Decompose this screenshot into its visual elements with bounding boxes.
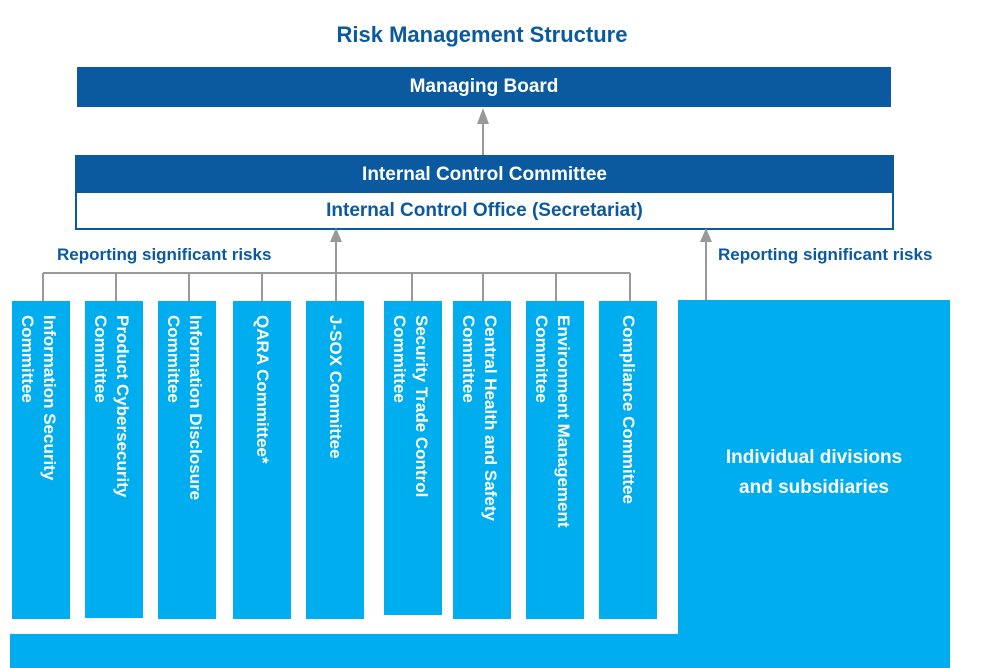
managing-board-box: Managing Board xyxy=(77,67,891,107)
arrow-up-icon xyxy=(700,228,712,242)
committee-column: Information Security Committee xyxy=(12,301,70,619)
internal-control-office-box: Internal Control Office (Secretariat) xyxy=(77,193,892,228)
internal-control-committee-label: Internal Control Committee xyxy=(362,164,607,185)
internal-control-box: Internal Control Committee Internal Cont… xyxy=(75,155,894,230)
committee-column: Central Health and Safety Committee xyxy=(453,301,511,619)
committee-column: Product Cybersecurity Committee xyxy=(85,301,143,618)
divisions-label: Individual divisions and subsidiaries xyxy=(678,443,950,503)
committee-column: QARA Committee* xyxy=(233,301,291,619)
divisions-label-line2: and subsidiaries xyxy=(739,477,889,498)
arrow-up-icon xyxy=(477,108,489,124)
committee-column: Information Disclosure Committee xyxy=(158,301,216,619)
arrow-up-icon xyxy=(330,228,342,242)
committee-column: Compliance Committee xyxy=(599,301,657,619)
internal-control-office-label: Internal Control Office (Secretariat) xyxy=(326,199,643,221)
divisions-block xyxy=(678,300,950,668)
committee-column: Security Trade Control Committee xyxy=(384,301,442,615)
committee-column: J-SOX Committee xyxy=(306,301,364,619)
committee-column: Environment Management Committee xyxy=(526,301,584,619)
managing-board-label: Managing Board xyxy=(409,76,559,97)
reporting-label-right: Reporting significant risks xyxy=(718,245,933,264)
divisions-label-line1: Individual divisions xyxy=(725,447,903,468)
internal-control-committee-box: Internal Control Committee xyxy=(77,157,892,193)
reporting-label-left: Reporting significant risks xyxy=(57,245,272,264)
page-title: Risk Management Structure xyxy=(336,22,628,47)
